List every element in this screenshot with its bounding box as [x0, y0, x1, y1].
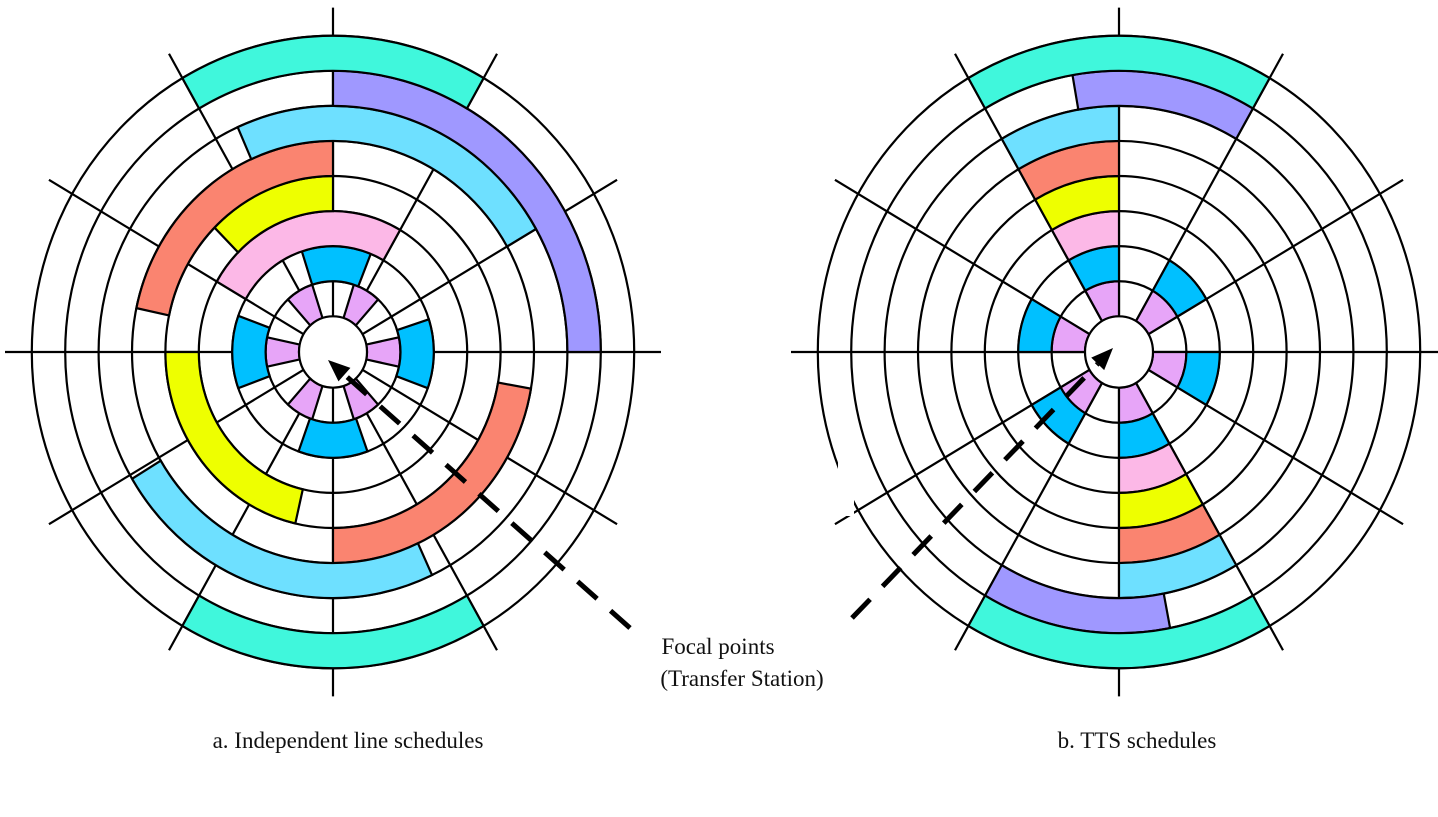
arrow-right-arrowhead-icon — [1091, 348, 1113, 371]
spoke-line — [362, 180, 617, 334]
segment-ring-8-teal — [968, 596, 1269, 669]
segment-ring-8-teal — [182, 36, 483, 109]
segment-ring-2-blue — [1032, 387, 1086, 443]
arrow-left-arrowhead-icon — [328, 360, 351, 382]
segment-ring-8-teal — [182, 596, 483, 669]
segment-ring-1-violet — [366, 337, 400, 366]
segment-ring-2-blue — [396, 319, 433, 388]
segment-ring-2-blue — [302, 246, 371, 286]
segment-ring-1-violet — [266, 337, 300, 366]
focal-point-circle — [1085, 316, 1153, 387]
segment-ring-6-lightblue — [132, 461, 432, 598]
segment-ring-2-blue — [1018, 299, 1060, 352]
spoke-line — [49, 370, 304, 524]
segment-ring-2-blue — [232, 316, 269, 388]
polar-diagram-a — [5, 8, 661, 697]
arrow-right-dashed-line — [850, 362, 1100, 620]
segment-ring-4-yellow — [165, 352, 302, 523]
segment-ring-6-lightblue — [1119, 535, 1236, 598]
segment-ring-2-blue — [1153, 260, 1207, 316]
caption-b: b. TTS schedules — [1057, 728, 1217, 753]
focal-point-circle — [299, 316, 367, 387]
label-gap — [838, 438, 854, 516]
segment-ring-8-teal — [968, 36, 1269, 109]
segment-ring-2-blue — [299, 419, 368, 458]
arrow-left-dashed-line — [342, 372, 632, 630]
transfer-station-label: (Transfer Station) — [660, 666, 824, 691]
focal-points-label: Focal points — [661, 634, 775, 659]
caption-a: a. Independent line schedules — [212, 728, 484, 753]
segment-ring-6-lightblue — [1002, 106, 1119, 169]
polar-diagram-b — [791, 8, 1438, 697]
segment-ring-2-blue — [1177, 352, 1219, 405]
